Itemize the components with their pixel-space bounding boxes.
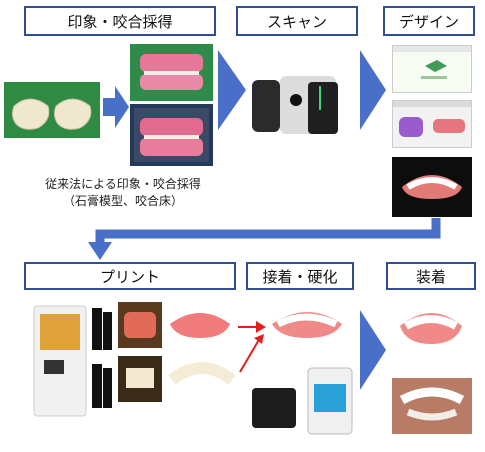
flow-arrow-4 — [360, 310, 386, 390]
printed-teeth-result — [166, 356, 238, 398]
bonded-denture-photo — [266, 298, 348, 348]
curing-device-photo — [304, 364, 358, 438]
impression-caption-line1: 従来法による印象・咬合採得 — [45, 177, 201, 191]
step-fit-text: 装着 — [415, 267, 446, 286]
printed-base-result — [164, 304, 236, 344]
flow-arrow-return — [88, 218, 441, 260]
step-design-label: デザイン — [383, 6, 475, 36]
resin-bottles-pink — [88, 300, 114, 352]
impression-trays-image — [11, 98, 92, 130]
flow-arrow-1 — [103, 86, 129, 128]
step-print-label: プリント — [24, 262, 236, 290]
design-denture-3d — [392, 157, 472, 217]
flow-arrow-2 — [218, 50, 246, 130]
step-design-text: デザイン — [398, 12, 459, 31]
step-bond-text: 接着・硬化 — [262, 267, 338, 286]
final-denture-photo — [392, 296, 470, 362]
printed-denture-base-photo — [118, 302, 162, 348]
step-impression-label: 印象・咬合採得 — [24, 6, 216, 36]
design-screen-2 — [392, 100, 472, 148]
design-screen-1 — [392, 45, 472, 93]
patient-mouth-photo — [392, 378, 472, 434]
plaster-model-photo-bottom — [130, 104, 213, 166]
impression-caption-line2: （石膏模型、咬合床） — [62, 194, 183, 208]
3d-printer-photo — [28, 300, 90, 420]
step-impression-text: 印象・咬合採得 — [67, 12, 173, 31]
flow-arrow-3 — [360, 50, 386, 130]
red-arrow-teeth — [239, 334, 264, 373]
resin-bottles-white — [88, 356, 114, 412]
impression-trays-photo — [4, 82, 100, 138]
step-scan-text: スキャン — [266, 12, 327, 31]
printed-teeth-photo — [118, 356, 162, 402]
cleaning-device-photo — [248, 378, 300, 434]
impression-caption: 従来法による印象・咬合採得 （石膏模型、咬合床） — [18, 176, 228, 210]
step-bond-label: 接着・硬化 — [246, 262, 354, 290]
red-arrow-base — [238, 321, 266, 333]
plaster-model-photo-top — [130, 44, 213, 101]
scanner-photo — [250, 70, 346, 138]
step-fit-label: 装着 — [386, 262, 476, 290]
step-scan-label: スキャン — [236, 6, 358, 36]
step-print-text: プリント — [99, 267, 160, 286]
